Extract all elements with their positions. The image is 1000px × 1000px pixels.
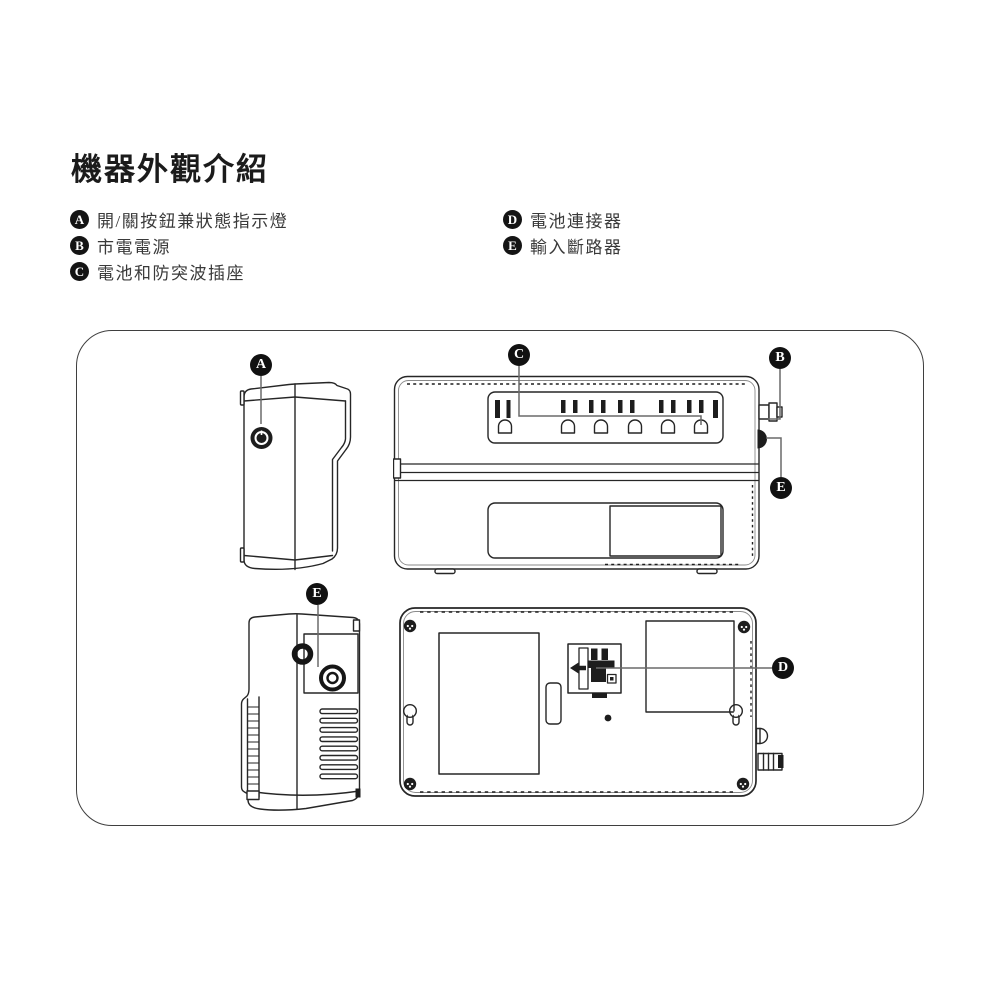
keyhole-mount-right-icon xyxy=(729,703,744,726)
callout-badge-c: C xyxy=(508,344,530,366)
battery-connector-icon xyxy=(567,643,622,698)
legend-label-d: 電池連接器 xyxy=(530,211,623,231)
legend-item-c: C 電池和防突波插座 xyxy=(70,258,288,284)
front-view-drawing xyxy=(239,381,352,571)
legend-item-e: E 輸入斷路器 xyxy=(503,232,623,258)
power-inlet-icon xyxy=(758,402,783,422)
keyhole-mount-left-icon xyxy=(402,703,418,726)
breaker-side-icon xyxy=(757,429,767,449)
legend-item-b: B 市電電源 xyxy=(70,232,288,258)
legend-label-a: 開/關按鈕兼狀態指示燈 xyxy=(97,211,289,231)
device-diagram-frame: A C B E E D xyxy=(76,330,924,826)
legend-item-a: A 開/關按鈕兼狀態指示燈 xyxy=(70,206,288,232)
breaker-button-icon xyxy=(319,664,346,692)
bottom-vent-grid-icon xyxy=(645,620,735,713)
outlet-panel-icon xyxy=(487,391,724,444)
callout-badge-a: A xyxy=(250,354,272,376)
side-vent-slats-icon xyxy=(319,708,359,780)
inlet-bottom-icon xyxy=(757,752,784,771)
legend-badge-b: B xyxy=(70,235,89,255)
corner-screws-icon xyxy=(403,619,751,791)
callout-badge-d: D xyxy=(772,657,794,679)
callout-badge-e-top: E xyxy=(770,477,792,499)
legend-label-e: 輸入斷路器 xyxy=(530,237,623,257)
breaker-bottom-icon xyxy=(755,727,769,745)
top-view-drawing xyxy=(393,375,783,575)
legend-left-column: A 開/關按鈕兼狀態指示燈 B 市電電源 C 電池和防突波插座 xyxy=(70,206,288,284)
page-title: 機器外觀介紹 xyxy=(71,152,269,187)
legend-item-d: D 電池連接器 xyxy=(503,206,623,232)
legend-label-c: 電池和防突波插座 xyxy=(97,263,245,283)
side-view-drawing xyxy=(240,613,361,811)
power-button-icon xyxy=(250,427,273,449)
battery-door-icon xyxy=(438,632,540,775)
callout-badge-b: B xyxy=(769,347,791,369)
vent-grid-icon xyxy=(609,505,722,557)
legend-label-b: 市電電源 xyxy=(97,237,171,257)
arrow-left-icon xyxy=(570,662,586,674)
legend-badge-a: A xyxy=(70,209,89,229)
legend-badge-c: C xyxy=(70,261,89,281)
legend-right-column: D 電池連接器 E 輸入斷路器 xyxy=(503,206,623,258)
cord-inlet-icon xyxy=(291,643,314,665)
legend-badge-d: D xyxy=(503,209,522,229)
legend-badge-e: E xyxy=(503,235,522,255)
bottom-view-drawing xyxy=(399,607,784,797)
callout-badge-e-bottom: E xyxy=(306,583,328,605)
